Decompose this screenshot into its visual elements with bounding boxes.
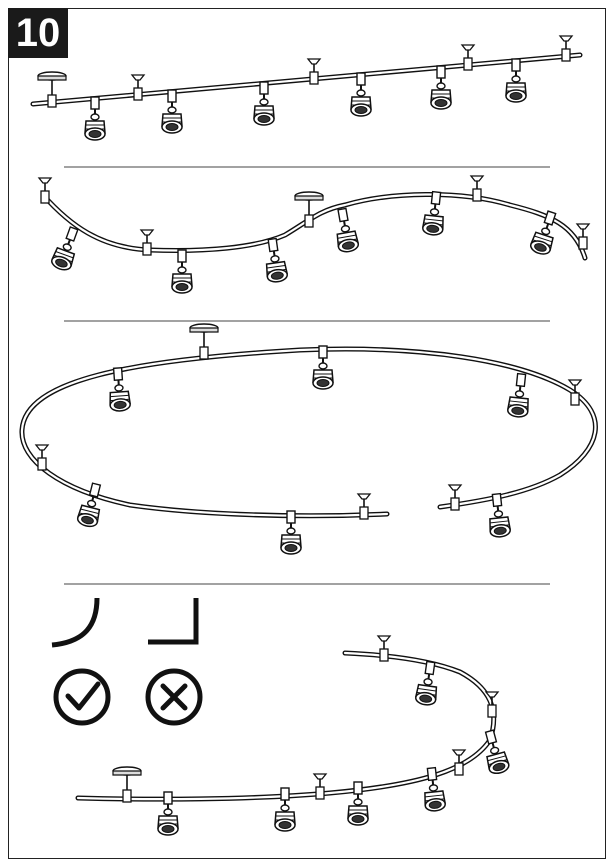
serpentine-track-layout	[38, 175, 590, 294]
x-circle-icon	[145, 668, 203, 726]
check-circle-icon	[53, 668, 111, 726]
sharp-bend-example	[148, 598, 199, 645]
oval-track-layout	[19, 323, 598, 555]
page-frame	[8, 8, 606, 859]
swoop-track-layout	[75, 635, 512, 836]
straight-track-layout	[30, 35, 583, 141]
curved-bend-example	[51, 597, 100, 648]
step-number-badge: 10	[8, 8, 68, 58]
